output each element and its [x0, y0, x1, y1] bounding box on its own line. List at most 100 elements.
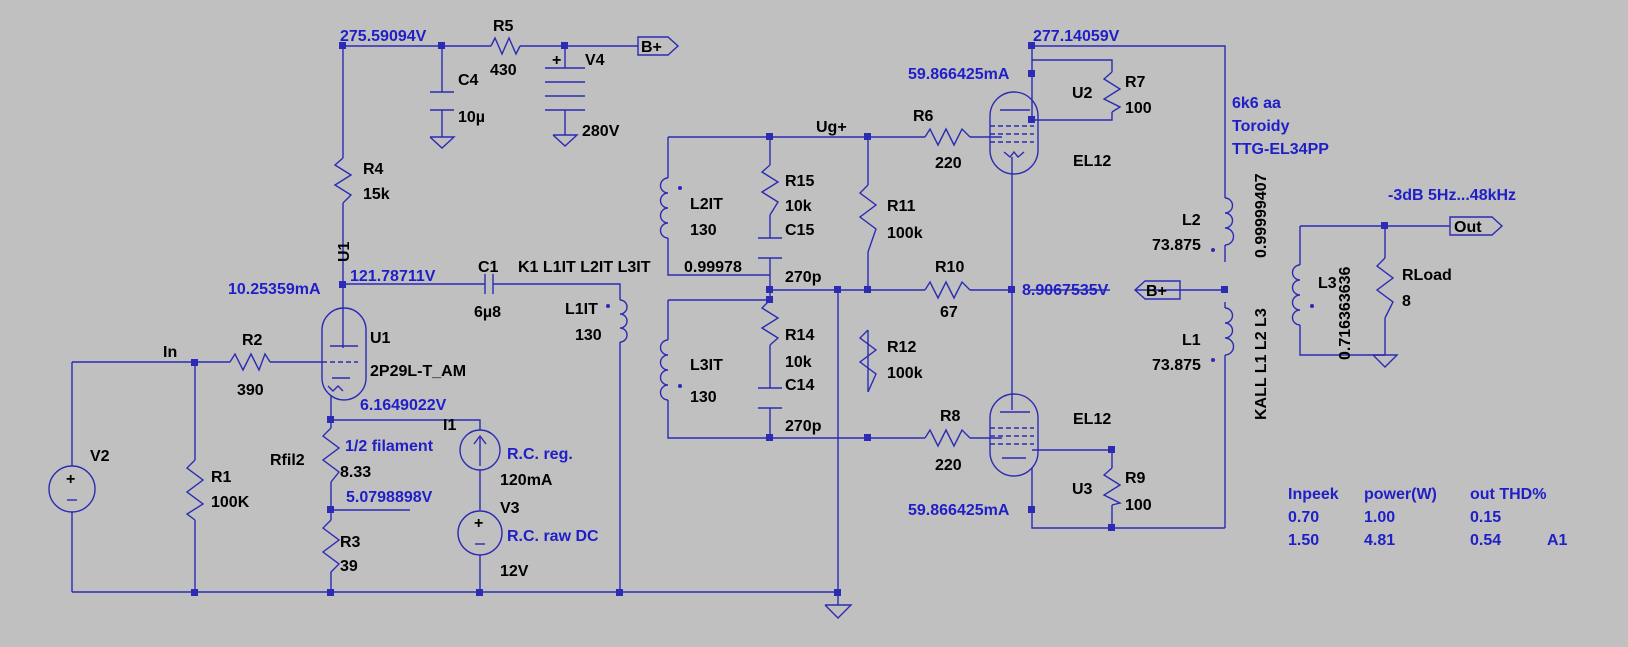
r11-value: 100k	[887, 225, 923, 242]
r9-name: R9	[1125, 470, 1146, 487]
v2-name: V2	[90, 448, 110, 465]
u3-name: U3	[1072, 481, 1093, 498]
r7-value: 100	[1125, 100, 1152, 117]
inductor-l2it	[659, 177, 669, 239]
resistor-r10	[924, 280, 971, 300]
table-cell: 0.15	[1470, 509, 1501, 526]
kall-value: 0.99999407	[1253, 173, 1270, 258]
v4-name: V4	[585, 52, 605, 69]
l1-name: L1	[1182, 332, 1201, 349]
svg-text:+: +	[552, 52, 561, 69]
c1-value: 6µ8	[474, 304, 501, 321]
transformer-note-2: Toroidy	[1232, 118, 1290, 135]
bandwidth-note: -3dB 5Hz...48kHz	[1388, 187, 1516, 204]
v3-note: R.C. raw DC	[507, 528, 599, 545]
l3-value: 0.716363636	[1337, 266, 1354, 360]
inductor-l1	[1224, 307, 1235, 356]
in-label: In	[163, 344, 177, 361]
capacitor-c4	[430, 91, 454, 111]
net-voltage-u1-cathode: 6.1649022V	[360, 397, 447, 414]
u1-vertical-tag: U1	[336, 241, 353, 262]
r2-name: R2	[242, 332, 263, 349]
resistor-r2	[229, 352, 271, 372]
table-tag: A1	[1547, 532, 1568, 549]
net-voltage-top: 275.59094V	[340, 28, 427, 45]
v4-value: 280V	[582, 123, 620, 140]
u3-model: EL12	[1073, 411, 1111, 428]
r12-value: 100k	[887, 365, 923, 382]
capacitor-c1	[484, 274, 494, 294]
r15-name: R15	[785, 173, 814, 190]
r1-value: 100K	[211, 494, 250, 511]
r14-name: R14	[785, 327, 814, 344]
resistor-r5	[490, 36, 521, 56]
r5-name: R5	[493, 18, 514, 35]
net-current-u2: 59.866425mA	[908, 66, 1010, 83]
l2it-value: 130	[690, 222, 717, 239]
r6-name: R6	[913, 108, 934, 125]
r6-value: 220	[935, 155, 962, 172]
resistor-r4	[333, 157, 353, 204]
resistor-r9	[1102, 467, 1123, 506]
r3-name: R3	[340, 534, 361, 551]
resistor-r14	[760, 299, 780, 346]
c1-name: C1	[478, 259, 499, 276]
resistor-r6	[924, 127, 971, 147]
l2-value: 73.875	[1152, 237, 1201, 254]
voltage-source-v2: +	[48, 465, 96, 513]
c14-name: C14	[785, 377, 814, 394]
net-voltage-u1-plate: 121.78711V	[350, 268, 436, 285]
resistor-r3	[321, 519, 341, 573]
bplus-flag-top-text: B+	[641, 39, 662, 56]
table-header-inpeek: Inpeek	[1288, 486, 1339, 503]
table-cell: 0.54	[1470, 532, 1501, 549]
r10-value: 67	[940, 304, 958, 321]
table-cell: 1.00	[1364, 509, 1395, 526]
tube-u1	[321, 307, 367, 401]
r15-value: 10k	[785, 198, 812, 215]
bplus-flag-top	[637, 36, 680, 56]
l2it-name: L2IT	[690, 196, 723, 213]
v3-name: V3	[500, 500, 520, 517]
r5-value: 430	[490, 62, 517, 79]
l1-value: 73.875	[1152, 357, 1201, 374]
c14-value: 270p	[785, 418, 822, 435]
r9-value: 100	[1125, 497, 1152, 514]
transformer-note-1: 6k6 aa	[1232, 95, 1281, 112]
net-voltage-u2-plate: 277.14059V	[1033, 28, 1120, 45]
svg-text:+: +	[474, 515, 483, 532]
r10-name: R10	[935, 259, 964, 276]
out-flag	[1449, 216, 1504, 236]
k1-value: 0.99978	[684, 259, 742, 276]
c4-value: 10µ	[458, 109, 485, 126]
c15-value: 270p	[785, 269, 822, 286]
tube-u3	[989, 393, 1039, 477]
tube-u2	[989, 91, 1039, 175]
inductor-l3	[1291, 264, 1301, 326]
l3-name: L3	[1318, 275, 1337, 292]
r11-name: R11	[887, 198, 916, 215]
rload-value: 8	[1402, 293, 1411, 310]
u1-name: U1	[370, 330, 391, 347]
net-current-u1: 10.25359mA	[228, 281, 321, 298]
table-cell: 1.50	[1288, 532, 1319, 549]
l2-name: L2	[1182, 212, 1201, 229]
ug-label: Ug+	[816, 119, 847, 136]
l3it-value: 130	[690, 389, 717, 406]
r1-name: R1	[211, 469, 232, 486]
r8-value: 220	[935, 457, 962, 474]
r4-value: 15k	[363, 186, 390, 203]
r12-name: R12	[887, 339, 916, 356]
junction-dots	[191, 42, 1388, 596]
i1-value: 120mA	[500, 472, 553, 489]
table-header-power: power(W)	[1364, 486, 1437, 503]
rfil2-name: Rfil2	[270, 452, 305, 469]
resistor-r15	[760, 164, 780, 216]
v3-value: 12V	[500, 563, 529, 580]
results-table: Inpeek power(W) out THD% 0.70 1.00 0.15 …	[1288, 486, 1568, 549]
table-cell: 4.81	[1364, 532, 1395, 549]
l1it-value: 130	[575, 327, 602, 344]
inductor-l1it	[619, 299, 628, 343]
l3it-name: L3IT	[690, 357, 723, 374]
transformer-note-3: TTG-EL34PP	[1232, 141, 1329, 158]
